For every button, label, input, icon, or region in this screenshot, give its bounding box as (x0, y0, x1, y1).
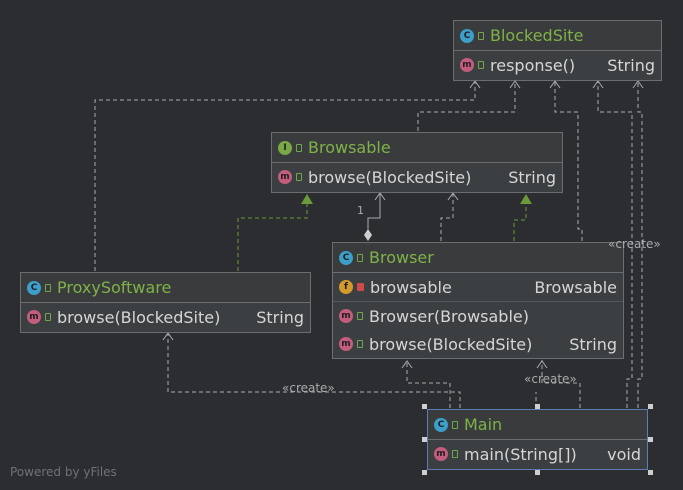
member-type: String (256, 307, 304, 327)
arrowhead (469, 80, 481, 89)
class-title: Browsable (308, 138, 391, 157)
class-title: Main (464, 415, 503, 434)
member-name: main(String[]) (464, 444, 577, 464)
public-visibility-icon (357, 340, 363, 348)
method-icon: m (27, 310, 41, 324)
member-name: browse(BlockedSite) (369, 334, 533, 354)
class-header: C BlockedSite (454, 21, 661, 51)
class-blockedsite[interactable]: C BlockedSite m response() String (453, 20, 662, 81)
class-title: BlockedSite (490, 26, 584, 45)
method-icon: m (339, 309, 353, 323)
class-icon: C (27, 280, 41, 295)
class-icon: C (460, 28, 474, 43)
member-type: String (508, 167, 556, 187)
method-icon: m (278, 170, 292, 184)
edge-browser-to-browsable (440, 192, 454, 241)
class-header: C ProxySoftware (21, 273, 310, 303)
arrowhead (162, 332, 174, 341)
public-visibility-icon (296, 173, 302, 181)
member-type: String (607, 55, 655, 75)
member-name: browse(BlockedSite) (57, 307, 221, 327)
selection-handle[interactable] (648, 404, 653, 409)
arrowhead (374, 192, 386, 201)
arrowhead (447, 192, 459, 201)
public-visibility-icon (357, 312, 363, 320)
selection-handle[interactable] (535, 404, 540, 409)
arrowhead (536, 360, 548, 369)
member-name: Browser(Browsable) (369, 306, 529, 326)
interface-icon: I (278, 140, 292, 155)
member-row[interactable]: m browse(BlockedSite) String (21, 303, 310, 331)
class-header: I Browsable (272, 133, 562, 163)
edge-label-create: «create» (608, 237, 661, 251)
edge-browser-implements-browsable (513, 204, 527, 241)
member-row[interactable]: m main(String[]) void (428, 440, 647, 468)
public-visibility-icon (452, 450, 458, 458)
public-visibility-icon (357, 253, 363, 262)
class-proxysoftware[interactable]: C ProxySoftware m browse(BlockedSite) St… (20, 272, 311, 333)
method-icon: m (339, 337, 353, 351)
class-icon: C (339, 250, 353, 265)
member-row[interactable]: m response() String (454, 51, 661, 79)
realization-arrowhead (301, 194, 313, 204)
class-title: Browser (369, 248, 434, 267)
member-type: void (607, 444, 641, 464)
interface-browsable[interactable]: I Browsable m browse(BlockedSite) String (271, 132, 563, 193)
selection-handle[interactable] (422, 470, 427, 475)
public-visibility-icon (45, 283, 51, 292)
selection-handle[interactable] (422, 404, 427, 409)
selection-handle[interactable] (422, 437, 427, 442)
field-icon: f (339, 280, 353, 294)
selection-handle[interactable] (648, 437, 653, 442)
member-name: response() (490, 55, 576, 75)
edge-label-create: «create» (524, 372, 577, 386)
edge-main-to-blockedsite-b (637, 80, 643, 408)
class-icon: C (434, 417, 448, 432)
member-row[interactable]: m browse(BlockedSite) String (272, 163, 562, 191)
selection-handle[interactable] (535, 470, 540, 475)
class-header: C Browser (333, 243, 623, 273)
class-browser[interactable]: C Browser f browsable Browsable m Browse… (332, 242, 624, 359)
edge-main-to-browser-a (541, 360, 581, 408)
arrowhead (509, 80, 521, 89)
edge-browser-to-blockedsite (554, 80, 583, 241)
public-visibility-icon (296, 143, 302, 152)
member-type: Browsable (534, 277, 617, 297)
member-row[interactable]: m Browser(Browsable) (333, 301, 623, 330)
arrowhead (549, 80, 561, 89)
edge-label-create: «create» (282, 381, 335, 395)
arrowhead (632, 80, 644, 89)
powered-by-label: Powered by yFiles (10, 465, 117, 479)
edge-main-to-proxy (167, 332, 461, 408)
edge-proxy-implements-browsable (237, 204, 308, 271)
private-lock-icon (357, 283, 364, 291)
public-visibility-icon (478, 61, 484, 69)
member-name: browse(BlockedSite) (308, 167, 472, 187)
member-name: browsable (370, 277, 452, 297)
member-row[interactable]: m browse(BlockedSite) String (333, 330, 623, 358)
public-visibility-icon (478, 31, 484, 40)
arrowhead (401, 360, 413, 369)
method-icon: m (460, 58, 474, 72)
class-title: ProxySoftware (57, 278, 172, 297)
method-icon: m (434, 447, 448, 461)
edge-browsable-to-blockedsite (417, 80, 516, 131)
edge-browser-composes-browsable (367, 193, 381, 229)
member-row[interactable]: f browsable Browsable (333, 273, 623, 301)
public-visibility-icon (452, 420, 458, 429)
member-type: String (569, 334, 617, 354)
class-main[interactable]: C Main m main(String[]) void (427, 409, 648, 470)
edge-main-to-blockedsite-a (597, 80, 633, 408)
edge-main-to-browser-b (406, 360, 451, 408)
class-header: C Main (428, 410, 647, 440)
public-visibility-icon (45, 313, 51, 321)
edge-label-multiplicity: 1 (357, 204, 364, 217)
arrowhead (592, 80, 604, 89)
composition-diamond (364, 229, 372, 241)
selection-handle[interactable] (648, 470, 653, 475)
realization-arrowhead (520, 194, 532, 204)
edge-proxy-to-blockedsite (94, 80, 476, 271)
